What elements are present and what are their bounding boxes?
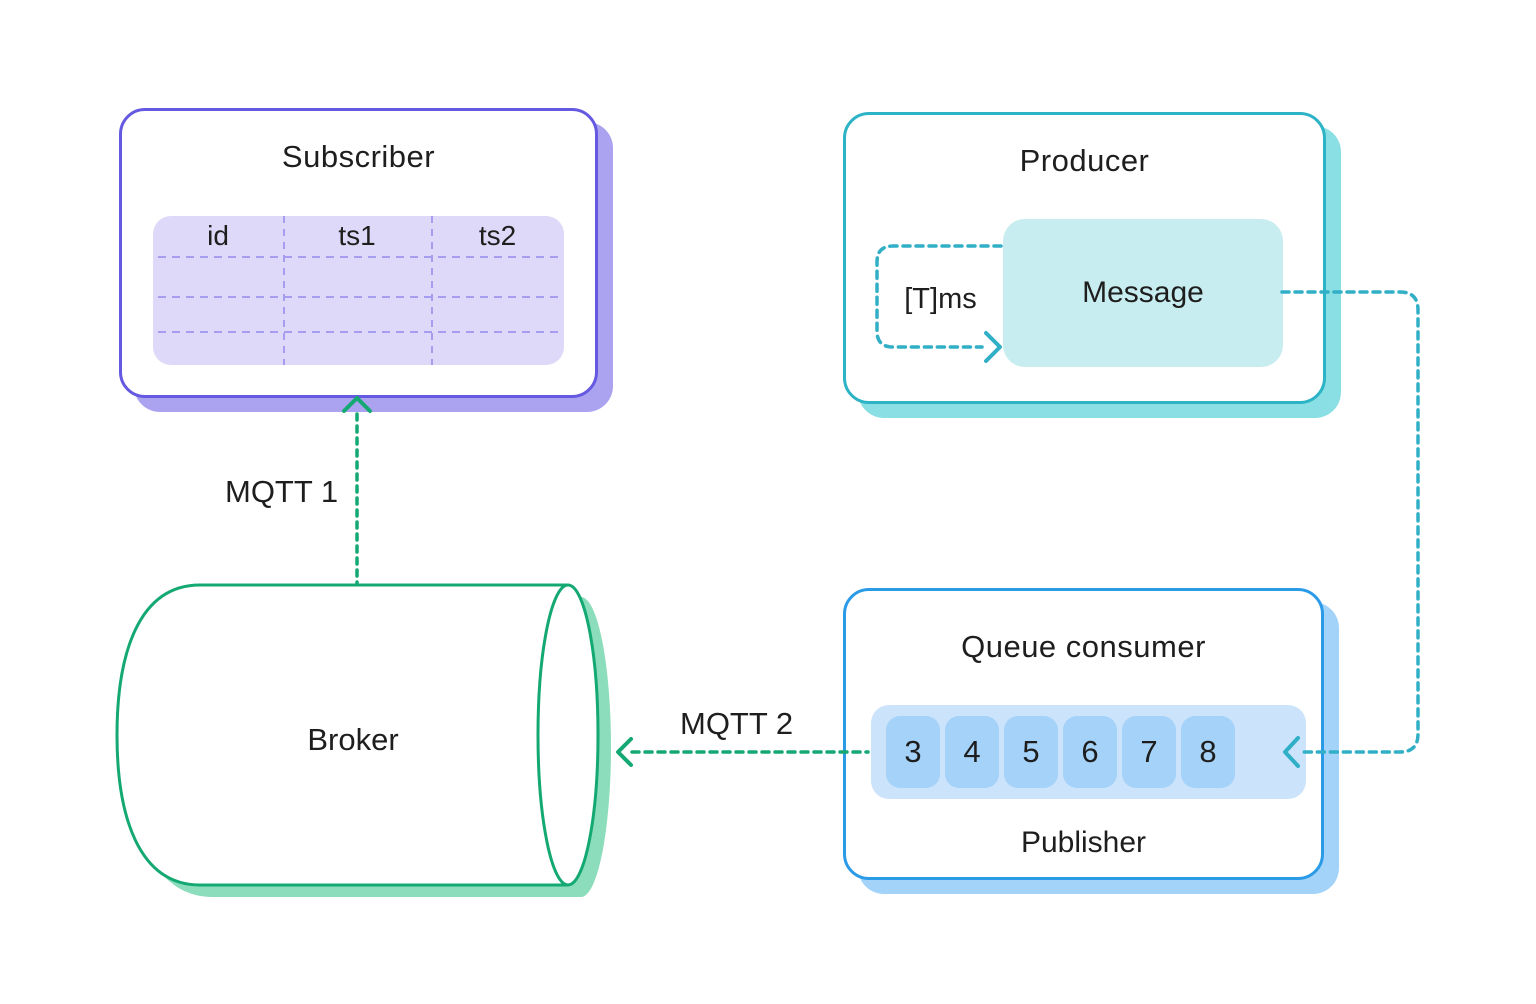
- producer-box: Producer Message [T]ms: [843, 112, 1326, 404]
- subscriber-box: Subscriber id ts1 ts2: [119, 108, 598, 398]
- table-row: [153, 296, 564, 334]
- timer-interval-label: [T]ms: [904, 283, 977, 315]
- queue-item: 6: [1063, 716, 1117, 788]
- queue-item: 3: [886, 716, 940, 788]
- mqtt1-label: MQTT 1: [225, 474, 339, 509]
- mqtt2-arrow: [616, 737, 870, 767]
- table-grid-line: [158, 256, 559, 258]
- column-header-ts1: ts1: [338, 220, 376, 251]
- queue-item: 5: [1004, 716, 1058, 788]
- mqtt2-label: MQTT 2: [680, 706, 794, 741]
- subscriber-table-header: id ts1 ts2: [153, 216, 564, 256]
- table-row: [153, 256, 564, 294]
- queue-consumer-title: Queue consumer: [961, 629, 1206, 664]
- subscriber-title: Subscriber: [281, 139, 436, 174]
- queue-consumer-box: Queue consumer 3 4 5 6 7 8 Publisher: [843, 588, 1324, 880]
- broker-title: Broker: [307, 722, 399, 757]
- subscriber-table: id ts1 ts2: [153, 216, 564, 365]
- queue-item: 4: [945, 716, 999, 788]
- queue-item: 7: [1122, 716, 1176, 788]
- message-box: Message: [1003, 219, 1283, 367]
- queue-item: 8: [1181, 716, 1235, 788]
- table-row: [153, 331, 564, 369]
- mqtt1-arrow: [342, 396, 372, 586]
- column-header-ts2: ts2: [478, 220, 517, 251]
- message-label: Message: [1082, 276, 1204, 309]
- column-header-id: id: [207, 220, 229, 251]
- table-grid-line: [158, 296, 559, 298]
- producer-title: Producer: [1019, 143, 1150, 178]
- table-grid-line: [158, 331, 559, 333]
- queue-strip: 3 4 5 6 7 8: [871, 705, 1306, 799]
- table-grid-line: [283, 216, 285, 365]
- table-grid-line: [431, 216, 433, 365]
- publisher-label: Publisher: [1020, 826, 1147, 859]
